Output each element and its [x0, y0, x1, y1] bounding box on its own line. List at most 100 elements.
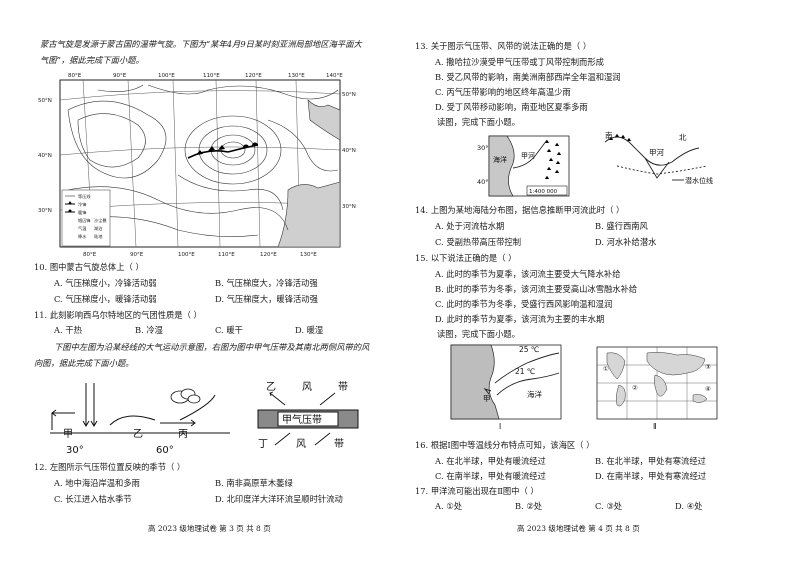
legend-land: 陆地	[94, 233, 103, 240]
river-figure: 30° 40° 海洋 甲河 1:400 000 南 北 甲河 潜水位线	[477, 130, 713, 197]
lat-40: 40°	[477, 178, 489, 186]
q17-stem: 17. 甲洋流可能出现在Ⅱ图中（ ）	[415, 486, 539, 496]
cloud-icon	[170, 388, 201, 404]
figure-label-2: Ⅱ	[653, 422, 657, 431]
right-page: 13. 关于图示气压带、风带的说法正确的是（ ） A. 撒哈拉沙漠受甲气压带或丁…	[397, 0, 794, 561]
intro-text: 读图，完成下面小题。	[437, 117, 520, 127]
label-jia: 甲	[483, 394, 491, 403]
label-yi: 乙	[133, 428, 143, 440]
q15-option-b[interactable]: B. 此时的季节为冬季，该河流主要受高山冰雪融水补给	[435, 284, 638, 294]
marker-3: ③	[705, 363, 711, 371]
lon-label: 80°E	[68, 73, 82, 79]
q13-option-b[interactable]: B. 受乙风带的影响，南美洲南部西岸全年温和湿润	[435, 72, 621, 82]
lon-label: 120°E	[260, 252, 277, 258]
q13-option-d[interactable]: D. 受丁风带移动影响，南亚地区夏季多雨	[435, 102, 588, 112]
label-feng: 风	[302, 381, 312, 393]
label-lat30: 30°	[66, 445, 84, 456]
legend-sandstorm: 沙尘暴	[94, 217, 107, 223]
lon-label: 130°E	[288, 73, 305, 79]
q14-option-c[interactable]: C. 受副热带高压带控制	[435, 237, 521, 247]
legend-isobar: 等压线	[78, 193, 91, 200]
intro-text: 气图”，据此完成下面小题。	[40, 55, 144, 65]
q10-option-d[interactable]: D. 气压梯度大，暖锋活动强	[215, 294, 318, 304]
q11-option-c[interactable]: C. 暖干	[215, 325, 243, 335]
q17-option-b[interactable]: B. ②处	[515, 501, 543, 511]
sea-label: 海洋	[493, 155, 507, 164]
lat-30: 30°	[477, 144, 489, 152]
q12-option-b[interactable]: B. 南非高原草木萎绿	[215, 478, 293, 488]
circulation-diagram: 甲 乙 丙 30° 60° 甲气压带 乙 风 带 丁 风 带	[50, 381, 359, 456]
intro-text: 读图，完成下面小题。	[437, 329, 520, 339]
figure-label-1: Ⅰ	[499, 422, 501, 431]
q13-option-c[interactable]: C. 丙气压带影响的地区终年高温少雨	[435, 87, 571, 97]
label-lat60: 60°	[156, 445, 174, 456]
q15-option-c[interactable]: C. 此时的季节为冬季，受盛行西风影响温和湿润	[435, 299, 613, 309]
q10-option-b[interactable]: B. 气压梯度大，冷锋活动强	[215, 278, 318, 288]
label-dai: 带	[338, 381, 348, 393]
q17-option-d[interactable]: D. ④处	[675, 501, 703, 511]
lat-label: 40°N	[342, 148, 356, 154]
label-yi-right: 乙	[266, 381, 276, 393]
lat-label: 30°N	[342, 204, 356, 210]
q15-stem: 15. 以下说法正确的是（ ）	[415, 253, 517, 263]
legend-temp: 气温	[78, 225, 87, 232]
legend-rain: 降水	[78, 233, 87, 240]
lat-label: 40°N	[38, 153, 52, 159]
lon-label: 90°E	[113, 73, 127, 79]
q15-option-d[interactable]: D. 此时的季节为夏季，该河流为主要的丰水期	[435, 314, 605, 324]
marker-4: ④	[705, 385, 711, 393]
q12-option-c[interactable]: C. 长江进入枯水季节	[54, 494, 132, 504]
south-label: 南	[605, 130, 613, 140]
lat-label: 30°N	[38, 208, 52, 214]
legend-coldfront: 冷锋	[78, 201, 87, 208]
q12-option-d[interactable]: D. 北印度洋大洋环流呈顺时针流动	[215, 494, 343, 504]
q12-option-a[interactable]: A. 地中海沿岸温和多雨	[54, 478, 140, 488]
lon-label: 80°E	[83, 252, 97, 258]
q17-option-a[interactable]: A. ①处	[435, 501, 463, 511]
legend-occluded: 锢囚锋	[78, 217, 91, 224]
q14-option-a[interactable]: A. 处于河流枯水期	[435, 221, 505, 231]
lat-label: 50°N	[342, 92, 356, 98]
intro-text: 蒙古气旋是发源于蒙古国的温带气旋。下图为“某年4月9日某时刻亚洲局部地区海平面大	[40, 39, 362, 49]
q11-option-a[interactable]: A. 干热	[54, 325, 82, 335]
lon-label: 140°E	[326, 73, 343, 79]
q15-option-a[interactable]: A. 此时的季节为夏季，该河流主要受大气降水补给	[435, 269, 621, 279]
ocean-current-figure: 25 ℃ 21 ℃ 甲 海洋 Ⅰ Ⅱ ① ② ③ ④	[450, 344, 718, 431]
q11-option-b[interactable]: B. 冷湿	[135, 325, 163, 335]
q12-stem: 12. 左图所示气压带位置反映的季节（ ）	[34, 462, 186, 472]
q14-option-b[interactable]: B. 盛行西南风	[595, 221, 648, 231]
q17-option-c[interactable]: C. ③处	[595, 501, 623, 511]
intro-text: 向图，据此完成下面小题。	[34, 358, 134, 368]
q16-option-a[interactable]: A. 在北半球，甲处有暖流经过	[435, 456, 546, 466]
q13-stem: 13. 关于图示气压带、风带的说法正确的是（ ）	[415, 41, 592, 51]
left-page: 蒙古气旋是发源于蒙古国的温带气旋。下图为“某年4月9日某时刻亚洲局部地区海平面大…	[34, 39, 370, 533]
lat-label: 50°N	[38, 98, 52, 104]
water-table-label: 潜水位线	[685, 176, 713, 185]
lon-label: 110°E	[218, 252, 235, 258]
q11-option-d[interactable]: D. 暖湿	[295, 325, 324, 335]
q16-option-c[interactable]: C. 在南半球，甲处有暖流经过	[435, 471, 546, 481]
label-feng: 风	[296, 438, 306, 450]
lon-label: 120°E	[245, 73, 262, 79]
sea-label: 海洋	[527, 389, 542, 399]
river-label: 甲河	[521, 152, 535, 160]
q10-option-c[interactable]: C. 气压梯度小，暖锋活动弱	[54, 294, 157, 304]
q14-option-d[interactable]: D. 河水补给潜水	[595, 237, 657, 247]
q11-stem: 11. 此刻影响西乌尔特地区的气团性质是（ ）	[34, 310, 202, 320]
q16-option-b[interactable]: B. 在北半球，甲处有寒流经过	[595, 456, 706, 466]
q13-option-a[interactable]: A. 撒哈拉沙漠受甲气压带或丁风带控制而形成	[435, 57, 604, 67]
intro-text: 下图中左图为沿某经线的大气运动示意图，右图为图中甲气压带及其南北两侧风带的风	[54, 342, 370, 352]
q10-option-a[interactable]: A. 气压梯度小，冷锋活动弱	[54, 278, 157, 288]
label-dai: 带	[334, 438, 344, 450]
marker-1: ①	[603, 365, 609, 373]
scale-label: 1:400 000	[529, 189, 558, 195]
lon-label: 100°E	[178, 252, 195, 258]
q14-stem: 14. 上图为某地海陆分布图，据信息推断甲河流此时（ ）	[415, 205, 625, 215]
label-ding: 丁	[258, 439, 268, 450]
page-footer: 高 2023 级地理试卷 第 4 页 共 8 页	[517, 524, 640, 533]
lon-label: 90°E	[130, 252, 144, 258]
isotherm-25: 25 ℃	[519, 345, 539, 354]
label-jia: 甲	[63, 429, 73, 440]
q16-option-d[interactable]: D. 在南半球，甲处有寒流经过	[595, 471, 707, 481]
lon-label: 100°E	[158, 73, 175, 79]
